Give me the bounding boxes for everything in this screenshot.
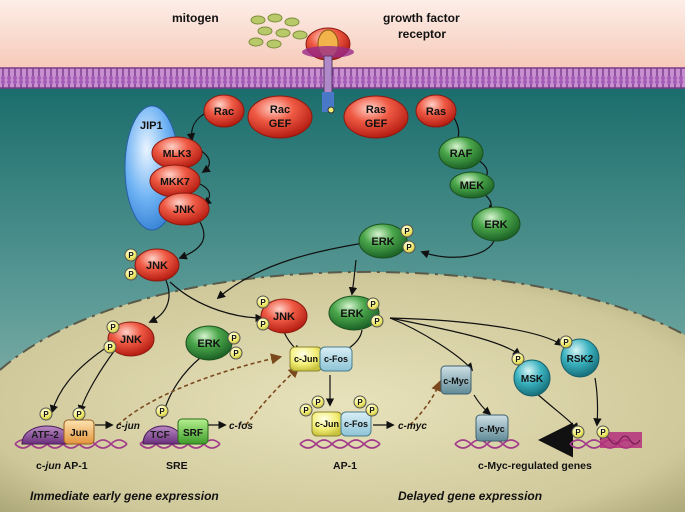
cjun-cfos-complex: c-Jun c-Fos — [289, 346, 353, 372]
chromatin-block: P P — [571, 425, 642, 448]
svg-text:ERK: ERK — [371, 236, 394, 248]
svg-text:P: P — [370, 300, 376, 309]
svg-text:P: P — [303, 406, 309, 415]
svg-text:MEK: MEK — [460, 180, 485, 192]
svg-text:Jun: Jun — [70, 428, 88, 439]
svg-text:P: P — [128, 270, 134, 279]
svg-text:P: P — [404, 227, 410, 236]
svg-text:P: P — [515, 355, 521, 364]
jnk-node-nuclear-left: JNK P P — [103, 320, 155, 357]
svg-text:Ras: Ras — [426, 106, 446, 118]
raf-node: RAF — [438, 136, 484, 170]
mitogen-label: mitogen — [172, 11, 219, 25]
nuclear-envelope — [0, 270, 685, 371]
immediate-early-caption: Immediate early gene expression — [30, 489, 219, 503]
svg-text:GEF: GEF — [269, 118, 292, 130]
dashed-arrows — [117, 353, 443, 426]
svg-text:RSK2: RSK2 — [567, 354, 594, 365]
svg-text:MSK: MSK — [521, 374, 544, 385]
svg-text:P: P — [233, 349, 239, 358]
svg-text:P: P — [563, 338, 569, 347]
svg-text:MKK7: MKK7 — [160, 176, 190, 188]
cjun-ap1-label: c-jun AP-1 — [36, 460, 88, 472]
mitogen-molecules — [248, 13, 308, 49]
svg-text:SRF: SRF — [183, 428, 203, 439]
mek-node: MEK — [449, 171, 495, 199]
svg-text:P: P — [315, 398, 321, 407]
ras-node: Ras — [415, 94, 457, 128]
mkk7-node: MKK7 — [149, 164, 201, 198]
svg-text:P: P — [369, 406, 375, 415]
nucleus — [0, 271, 685, 512]
svg-text:c-Myc: c-Myc — [479, 424, 505, 434]
cmyc-bound: c-Myc — [475, 414, 509, 442]
svg-text:TCF: TCF — [150, 430, 169, 441]
rsk2-node: RSK2 P — [559, 335, 600, 378]
erk-node-nuclear-center: ERK P P — [328, 295, 384, 331]
erk-node-nuclear-left: ERK P P — [185, 325, 243, 361]
svg-text:Rac: Rac — [270, 104, 290, 116]
svg-text:P: P — [260, 320, 266, 329]
plasma-membrane — [0, 68, 685, 88]
svg-text:JNK: JNK — [146, 260, 168, 272]
svg-text:ERK: ERK — [340, 308, 363, 320]
erk-node-cytoplasm-1: ERK — [471, 206, 521, 242]
jnk-node-scaffold: JNK — [158, 192, 210, 226]
svg-text:JNK: JNK — [173, 204, 195, 216]
svg-text:JNK: JNK — [120, 334, 142, 346]
svg-text:ERK: ERK — [484, 219, 507, 231]
svg-text:c-Fos: c-Fos — [344, 419, 368, 429]
receptor-label-2: receptor — [398, 27, 446, 41]
tcf-srf-complex: TCF SRF P — [142, 404, 209, 445]
svg-text:P: P — [76, 410, 82, 419]
svg-text:P: P — [575, 428, 581, 437]
sre-label: SRE — [166, 460, 188, 472]
atf2-jun-complex: ATF-2 Jun P P — [21, 407, 95, 445]
svg-text:ERK: ERK — [197, 338, 220, 350]
svg-text:P: P — [260, 298, 266, 307]
cmyc-protein: c-Myc — [440, 365, 472, 395]
svg-text:P: P — [110, 323, 116, 332]
ap1-bound-complex: c-Jun c-Fos P P P P — [299, 395, 379, 437]
svg-text:P: P — [357, 398, 363, 407]
svg-text:P: P — [374, 317, 380, 326]
msk-node: MSK P — [511, 352, 551, 397]
svg-text:P: P — [600, 428, 606, 437]
svg-text:c-Myc: c-Myc — [443, 376, 469, 386]
myc-genes-label: c-Myc-regulated genes — [478, 460, 592, 472]
jip1-label: JIP1 — [140, 120, 163, 132]
svg-text:Rac: Rac — [214, 106, 234, 118]
jnk-node-nuclear-center: JNK P P — [256, 295, 308, 334]
svg-text:c-Fos: c-Fos — [324, 354, 348, 364]
rac-node: Rac — [203, 94, 245, 128]
cjun-gene-label: c-jun — [116, 421, 140, 432]
svg-text:P: P — [43, 410, 49, 419]
erk-node-phospho-cytoplasm: ERK P P — [358, 223, 416, 259]
delayed-caption: Delayed gene expression — [398, 489, 542, 503]
svg-text:GEF: GEF — [365, 118, 388, 130]
ras-gef-node: Ras GEF — [343, 95, 409, 139]
receptor-label-1: growth factor — [383, 11, 460, 25]
svg-text:RAF: RAF — [450, 148, 473, 160]
svg-text:P: P — [231, 334, 237, 343]
ap1-label: AP-1 — [333, 460, 357, 472]
cmyc-gene-label: c-myc — [398, 421, 427, 432]
jnk-node-phospho-cytoplasm: JNK P P — [124, 248, 180, 282]
svg-text:P: P — [406, 243, 412, 252]
svg-text:c-Jun: c-Jun — [315, 419, 339, 429]
svg-text:P: P — [128, 251, 134, 260]
cfos-gene-label: c-fos — [229, 421, 253, 432]
svg-text:P: P — [107, 343, 113, 352]
growth-factor-receptor — [302, 27, 354, 114]
svg-text:Ras: Ras — [366, 104, 386, 116]
svg-text:JNK: JNK — [273, 311, 295, 323]
rac-gef-node: Rac GEF — [247, 95, 313, 139]
svg-text:ATF-2: ATF-2 — [31, 430, 59, 441]
svg-text:MLK3: MLK3 — [163, 148, 192, 160]
svg-text:c-Jun: c-Jun — [294, 354, 318, 364]
mlk3-node: MLK3 — [151, 136, 203, 170]
svg-text:P: P — [159, 407, 165, 416]
